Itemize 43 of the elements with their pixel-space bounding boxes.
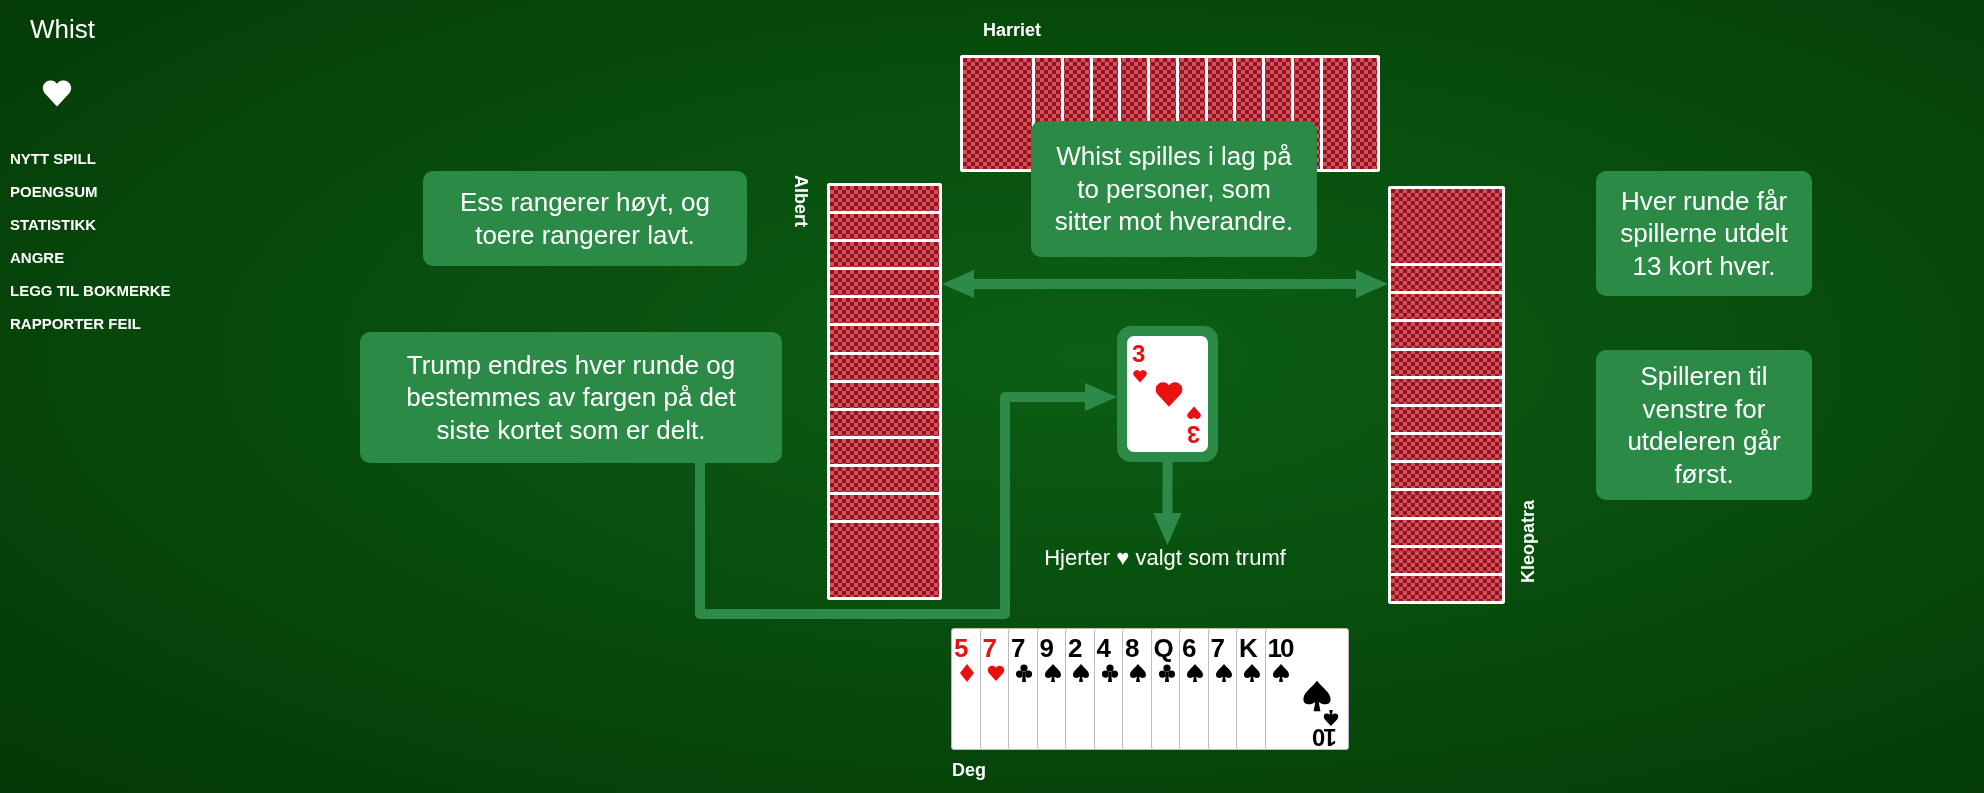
arrow — [1153, 462, 1182, 545]
player-name: Albert — [790, 175, 811, 227]
highlight-frame — [1117, 326, 1218, 462]
player-name: Kleopatra — [1518, 500, 1539, 584]
menu-link: POENGSUM — [10, 183, 98, 200]
callout-box — [1596, 171, 1812, 296]
card-rank: 3 — [1132, 342, 1146, 366]
double-arrow — [942, 270, 1388, 298]
player-name: Harriet — [983, 20, 1042, 41]
card-rank: 7 — [982, 635, 997, 661]
callout-text: Ess rangerer høyt, og toere rangerer lavt. — [459, 186, 711, 251]
callout-text: Trump endres hver runde og bestemmes av fargen på det siste kortet som er delt. — [405, 348, 737, 447]
card-rank: 10 — [1313, 725, 1337, 749]
menu-link: ANGRE — [10, 249, 65, 266]
arrow — [695, 383, 1117, 619]
card-rank: 4 — [1096, 635, 1111, 661]
menu-link: STATISTIKK — [10, 216, 97, 233]
caption-text: Hjerter ♥ valgt som trumf — [1030, 545, 1300, 571]
callout-box — [360, 332, 782, 463]
card-rank: 2 — [1068, 635, 1083, 661]
callout-box — [423, 171, 747, 266]
callout-text: Spilleren til venstre for utdeleren går først. — [1626, 360, 1782, 490]
callout-box — [1596, 350, 1812, 500]
menu-link: RAPPORTER FEIL — [10, 315, 141, 332]
player-name: Deg — [952, 760, 986, 781]
menu-link: NYTT SPILL — [10, 150, 96, 167]
card-rank: 10 — [1267, 635, 1293, 661]
callout-box — [1031, 121, 1317, 257]
menu-link: LEGG TIL BOKMERKE — [10, 282, 171, 299]
card-rank: 7 — [1210, 635, 1225, 661]
app-title: Whist — [30, 14, 95, 45]
card-rank: Q — [1153, 635, 1174, 661]
card-stack-drawing — [1388, 186, 1505, 604]
card-stack-drawing — [827, 183, 942, 600]
card-rank: K — [1239, 635, 1258, 661]
card-rank: 9 — [1039, 635, 1054, 661]
card-rank: 3 — [1187, 422, 1201, 446]
card-rank: 5 — [954, 635, 969, 661]
card-rank: 7 — [1011, 635, 1026, 661]
callout-text: Hver runde får spillerne utdelt 13 kort hver. — [1619, 184, 1789, 283]
card-rank: 6 — [1182, 635, 1197, 661]
card-rank: 8 — [1125, 635, 1140, 661]
callout-text: Whist spilles i lag på to personer, som sitter mot hverandre. — [1053, 140, 1295, 238]
